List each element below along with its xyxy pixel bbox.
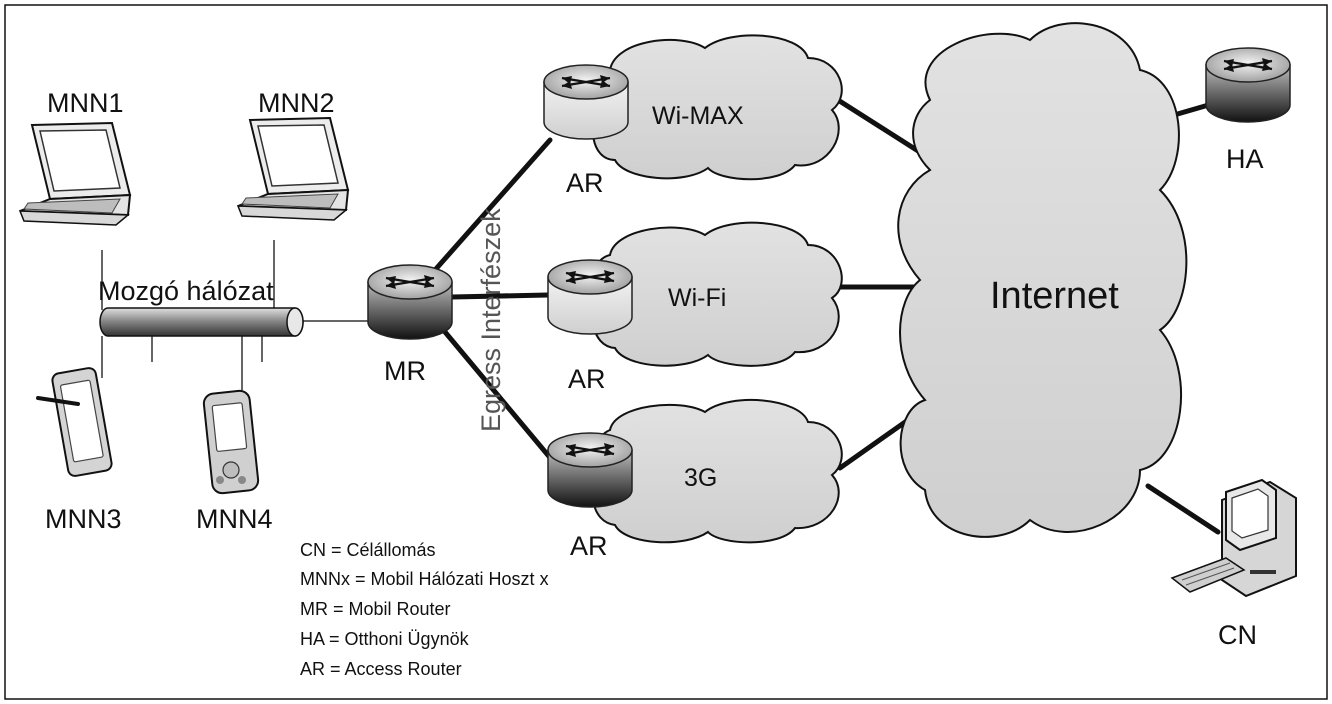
mnn4-label: MNN4 (196, 504, 273, 534)
ar-wimax-router-icon (542, 63, 630, 141)
mnn1-label: MNN1 (47, 88, 124, 118)
legend-item: MNNx = Mobil Hálózati Hoszt x (300, 569, 549, 589)
mnn1-laptop-icon (19, 122, 131, 226)
egress-interfaces-label: Egress Interfészek (476, 208, 506, 432)
mnn2-label: MNN2 (258, 88, 335, 118)
wifi-label: Wi-Fi (668, 284, 726, 312)
cn-computer-icon (1170, 478, 1297, 598)
legend: CN = Célállomás MNNx = Mobil Hálózati Ho… (300, 540, 549, 679)
cn-label: CN (1218, 620, 1257, 650)
link-mr-ar-wimax (432, 137, 553, 273)
ha-router-icon (1204, 46, 1292, 124)
legend-item: AR = Access Router (300, 659, 462, 679)
ar-3g-label: AR (570, 531, 608, 561)
internet-label: Internet (990, 275, 1119, 317)
mr-label: MR (384, 356, 426, 386)
3g-label: 3G (684, 464, 717, 492)
mnn3-label: MNN3 (45, 504, 122, 534)
ar-wimax-label: AR (566, 168, 604, 198)
ar-wifi-label: AR (568, 364, 606, 394)
mr-router-icon (366, 263, 454, 341)
ar-3g-router-icon (546, 431, 634, 509)
mobile-network-label: Mozgó hálózat (98, 276, 274, 306)
ar-wifi-router-icon (546, 258, 634, 336)
mnn4-pda-icon (201, 388, 261, 496)
legend-item: MR = Mobil Router (300, 599, 451, 619)
mnn2-laptop-icon (237, 117, 349, 221)
legend-item: HA = Otthoni Ügynök (300, 629, 470, 649)
internet-cloud (897, 22, 1188, 538)
link-internet-cn (1145, 483, 1221, 535)
diagram-frame (4, 4, 1328, 700)
wimax-cloud (591, 34, 843, 181)
mobile-network-bus (99, 240, 372, 390)
mnn3-tablet-icon (36, 365, 114, 479)
link-mr-ar-3g (432, 317, 555, 463)
wimax-label: Wi-MAX (652, 102, 744, 130)
link-mr-ar-wifi (449, 292, 551, 300)
ha-label: HA (1226, 144, 1264, 174)
legend-item: CN = Célállomás (300, 540, 436, 560)
link-wimax-internet (835, 97, 929, 159)
